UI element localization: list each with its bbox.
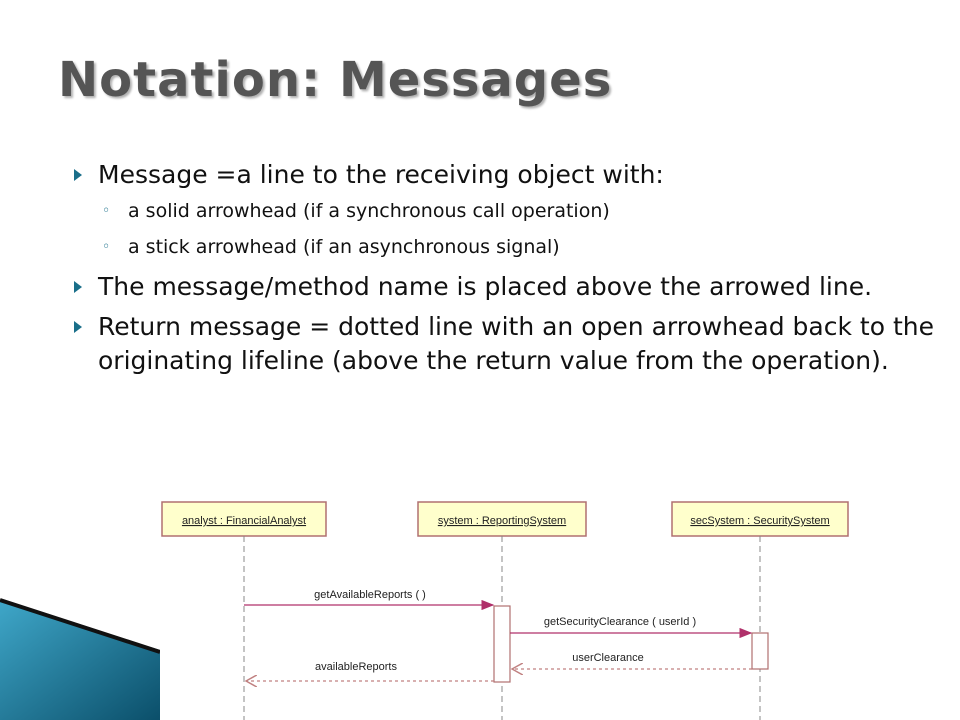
bullet-message-definition: Message =a line to the receiving object … (74, 158, 954, 192)
lifeline-label: secSystem : SecuritySystem (690, 515, 829, 527)
bullet-text: The message/method name is placed above … (98, 272, 873, 301)
sub-bullet-stick-arrowhead: ◦ a stick arrowhead (if an asynchronous … (74, 234, 954, 260)
return-label: availableReports (315, 661, 397, 673)
triangle-bullet-icon (74, 281, 82, 293)
bullet-text: Return message = dotted line with an ope… (98, 312, 934, 375)
lifeline-label: analyst : FinancialAnalyst (182, 515, 306, 527)
return-label: userClearance (572, 652, 644, 664)
sub-bullet-text: a solid arrowhead (if a synchronous call… (128, 200, 610, 222)
triangle-bullet-icon (74, 169, 82, 181)
bullet-list: Message =a line to the receiving object … (74, 158, 954, 384)
message-label: getSecurityClearance ( userId ) (544, 616, 696, 628)
lifeline-label: system : ReportingSystem (438, 515, 566, 527)
triangle-bullet-icon (74, 321, 82, 333)
message-label: getAvailableReports ( ) (314, 589, 426, 601)
sub-bullet-solid-arrowhead: ◦ a solid arrowhead (if a synchronous ca… (74, 198, 954, 224)
bullet-return-message: Return message = dotted line with an ope… (74, 310, 954, 378)
activation-bar-system (493, 605, 511, 683)
swoosh-shape (0, 600, 160, 720)
circle-bullet-icon: ◦ (102, 203, 111, 219)
swoosh-edge (0, 598, 160, 654)
activation-bar-secsystem (751, 632, 769, 670)
bullet-text: Message =a line to the receiving object … (98, 160, 664, 189)
slide-title: Notation: Messages (58, 52, 613, 108)
lifeline-box (417, 501, 587, 537)
lifeline-system: system : ReportingSystem (417, 501, 587, 720)
bullet-method-name: The message/method name is placed above … (74, 270, 954, 304)
circle-bullet-icon: ◦ (102, 239, 111, 255)
sequence-diagram: analyst : FinancialAnalyst system : Repo… (161, 501, 849, 720)
sub-bullet-text: a stick arrowhead (if an asynchronous si… (128, 236, 560, 258)
lifeline-secsystem: secSystem : SecuritySystem (671, 501, 849, 720)
corner-decoration (0, 598, 160, 720)
lifeline-analyst: analyst : FinancialAnalyst (161, 501, 327, 720)
